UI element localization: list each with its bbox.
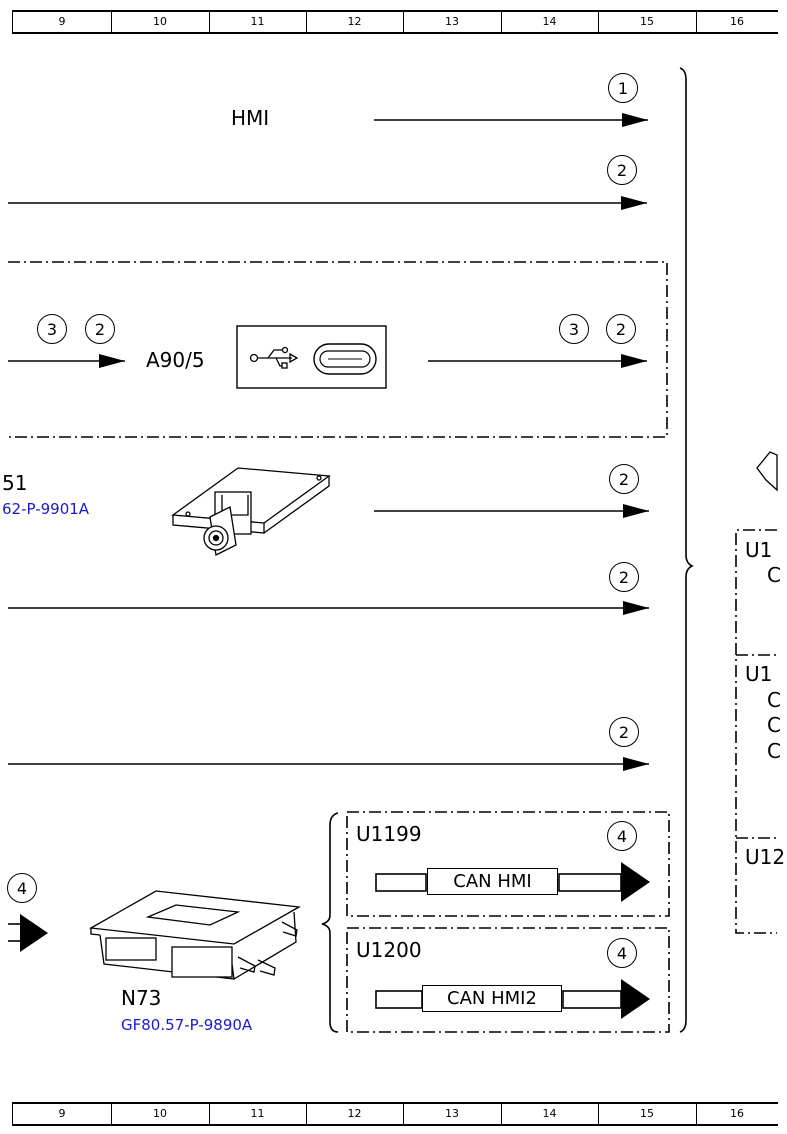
ruler-cell: 16 [730,1107,744,1120]
marker-circle: 4 [7,873,37,903]
ruler-cell: 13 [403,1104,502,1124]
marker-circle: 2 [609,562,639,592]
can-hmi2-bus-head [562,990,622,1009]
can-hmi2-bus-tail [375,990,423,1009]
ruler-cell: 11 [209,12,307,32]
u1199-label: U1199 [356,822,422,846]
u1199-box [346,811,670,917]
can-hmi2-label: CAN HMI2 [422,985,562,1012]
marker-circle: 4 [607,938,637,968]
usb-group-box [8,261,668,438]
n73-module-drawing [88,890,302,980]
component-code-partial: 62-P-9901A [2,500,90,518]
ruler-cell: 12 [306,12,404,32]
ruler-cell: 10 [111,12,210,32]
right-c-label: C [767,563,781,587]
marker-circle: 2 [606,314,636,344]
marker-circle: 4 [607,821,637,851]
ruler-cell: 15 [598,1104,697,1124]
marker-circle: 2 [607,155,637,185]
top-ruler: 9 10 11 12 13 14 15 16 [12,10,778,34]
hmi-label: HMI [231,106,270,130]
right-brace [679,67,694,1033]
right-c-label: C [767,713,781,737]
ruler-cell: 12 [306,1104,404,1124]
left-bus-arrowhead [20,914,48,952]
ruler-cell: 16 [730,15,744,28]
marker-circle: 2 [85,314,115,344]
usb-icon [249,346,299,369]
ruler-cell: 15 [598,12,697,32]
right-u12-label: U12 [745,845,786,869]
ruler-cell: 14 [501,12,599,32]
marker-circle: 3 [37,314,67,344]
n73-label: N73 [121,986,162,1010]
ruler-cell: 11 [209,1104,307,1124]
component-id-partial: 51 [2,471,28,495]
right-u1-label: U1 [745,538,773,562]
marker-circle: 3 [559,314,589,344]
right-c-label: C [767,739,781,763]
right-c-label: C [767,688,781,712]
right-group-box [735,529,777,934]
can-hmi-bus-head [558,873,622,892]
marker-circle: 2 [609,717,639,747]
ruler-cell: 14 [501,1104,599,1124]
ruler-cell: 9 [13,12,112,32]
u1200-box [346,927,670,1033]
usb-c-connector [236,325,387,389]
bottom-ruler: 9 10 11 12 13 14 15 16 [12,1102,778,1126]
can-hmi2-arrowhead [621,979,650,1019]
marker-circle: 2 [609,464,639,494]
a90-5-label: A90/5 [146,348,205,372]
right-u1b-label: U1 [745,662,773,686]
ruler-cell: 9 [13,1104,112,1124]
bus-brace [321,812,339,1033]
can-hmi-arrowhead [621,862,650,902]
marker-circle: 1 [608,73,638,103]
ruler-cell: 13 [403,12,502,32]
n73-code: GF80.57-P-9890A [121,1016,253,1034]
can-hmi-bus-tail [375,873,427,892]
can-hmi-label: CAN HMI [427,868,558,895]
u1200-label: U1200 [356,938,422,962]
ruler-cell: 10 [111,1104,210,1124]
antenna-module-drawing [171,467,331,556]
